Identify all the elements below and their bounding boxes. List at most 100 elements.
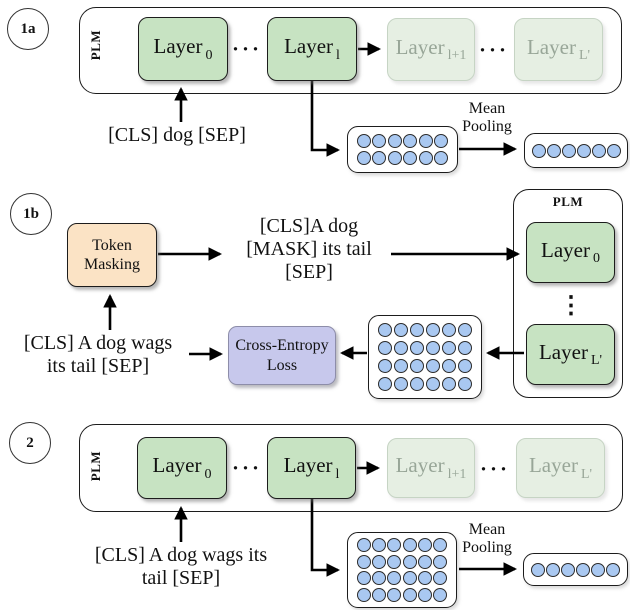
embedding-circle — [545, 562, 560, 577]
embedding-circle — [576, 143, 591, 158]
embedding-circle — [426, 377, 440, 391]
embedding-circle — [591, 562, 606, 577]
embedding-circle — [576, 562, 591, 577]
embedding-circle — [426, 359, 440, 373]
embedding-circle — [442, 323, 456, 337]
embedding-circle — [606, 143, 621, 158]
embedding-circle — [546, 143, 561, 158]
s1b-cross-entropy-box: Cross-Entropy Loss — [228, 326, 336, 385]
embedding-circle — [458, 377, 472, 391]
embedding-circle — [426, 323, 440, 337]
embedding-circle — [418, 133, 433, 148]
embedding-circle — [417, 587, 432, 602]
embedding-circle — [378, 377, 392, 391]
s2-pooled-box — [523, 553, 628, 586]
embedding-circle — [417, 538, 432, 553]
embedding-circle — [433, 571, 448, 586]
embedding-circle — [371, 587, 386, 602]
embedding-circle — [372, 133, 387, 148]
embedding-circle — [402, 538, 417, 553]
embedding-circle — [458, 323, 472, 337]
embedding-circle — [560, 562, 575, 577]
embedding-circle — [417, 554, 432, 569]
s2-input-text: [CLS] A dog wags its tail [SEP] — [94, 544, 268, 589]
embedding-circle — [410, 359, 424, 373]
embedding-circle — [356, 133, 371, 148]
embedding-circle — [378, 323, 392, 337]
s1a-mean-pooling-label: Mean Pooling — [462, 100, 512, 135]
s1a-badge: 1a — [7, 8, 49, 50]
embedding-circle — [402, 554, 417, 569]
embedding-circle — [387, 538, 402, 553]
embedding-circle — [371, 538, 386, 553]
embedding-circle — [606, 562, 621, 577]
embedding-circle — [417, 571, 432, 586]
s2-plm-label: PLM — [88, 450, 104, 482]
embedding-circle — [561, 143, 576, 158]
s2-badge-label: 2 — [26, 434, 34, 451]
embedding-circle — [387, 571, 402, 586]
embedding-circle — [434, 133, 449, 148]
s1b-plm-label: PLM — [552, 194, 584, 209]
embedding-circle — [387, 151, 402, 166]
embedding-circle — [418, 151, 433, 166]
embedding-circle — [442, 341, 456, 355]
embedding-circle — [394, 359, 408, 373]
embedding-circle — [410, 377, 424, 391]
embedding-circle — [433, 538, 448, 553]
embedding-circle — [403, 151, 418, 166]
embedding-circle — [426, 341, 440, 355]
s1b-embedding-box — [368, 315, 482, 399]
embedding-circle — [387, 554, 402, 569]
s2-ellipsis-1: ··· — [231, 455, 262, 480]
s1a-embedding-box — [347, 126, 458, 173]
embedding-circle — [372, 151, 387, 166]
embedding-circle — [378, 341, 392, 355]
embedding-circle — [356, 151, 371, 166]
embedding-circle — [442, 377, 456, 391]
s1a-badge-label: 1a — [20, 20, 36, 37]
s1b-token-masking-box: Token Masking — [67, 223, 157, 287]
s1b-badge: 1b — [10, 193, 52, 235]
embedding-circle — [530, 562, 545, 577]
s1a-plm-label: PLM — [88, 29, 104, 61]
s1a-input-text: [CLS] dog [SEP] — [108, 124, 246, 146]
embedding-circle — [402, 587, 417, 602]
embedding-circle — [403, 133, 418, 148]
embedding-circle — [378, 359, 392, 373]
embedding-circle — [433, 554, 448, 569]
embedding-circle — [356, 587, 371, 602]
s1b-vertical-ellipsis: ⋮ — [559, 292, 583, 319]
embedding-circle — [394, 377, 408, 391]
s1b-masked-text: [CLS]A dog [MASK] its tail [SEP] — [246, 215, 372, 283]
embedding-circle — [387, 133, 402, 148]
embedding-circle — [402, 571, 417, 586]
embedding-circle — [356, 571, 371, 586]
s2-badge: 2 — [9, 422, 51, 464]
embedding-circle — [371, 571, 386, 586]
embedding-circle — [458, 359, 472, 373]
embedding-circle — [434, 151, 449, 166]
s2-mean-pooling-label: Mean Pooling — [462, 521, 512, 556]
s1a-pooled-box — [524, 133, 628, 168]
s2-embedding-box — [347, 532, 457, 608]
embedding-circle — [356, 538, 371, 553]
embedding-circle — [458, 341, 472, 355]
